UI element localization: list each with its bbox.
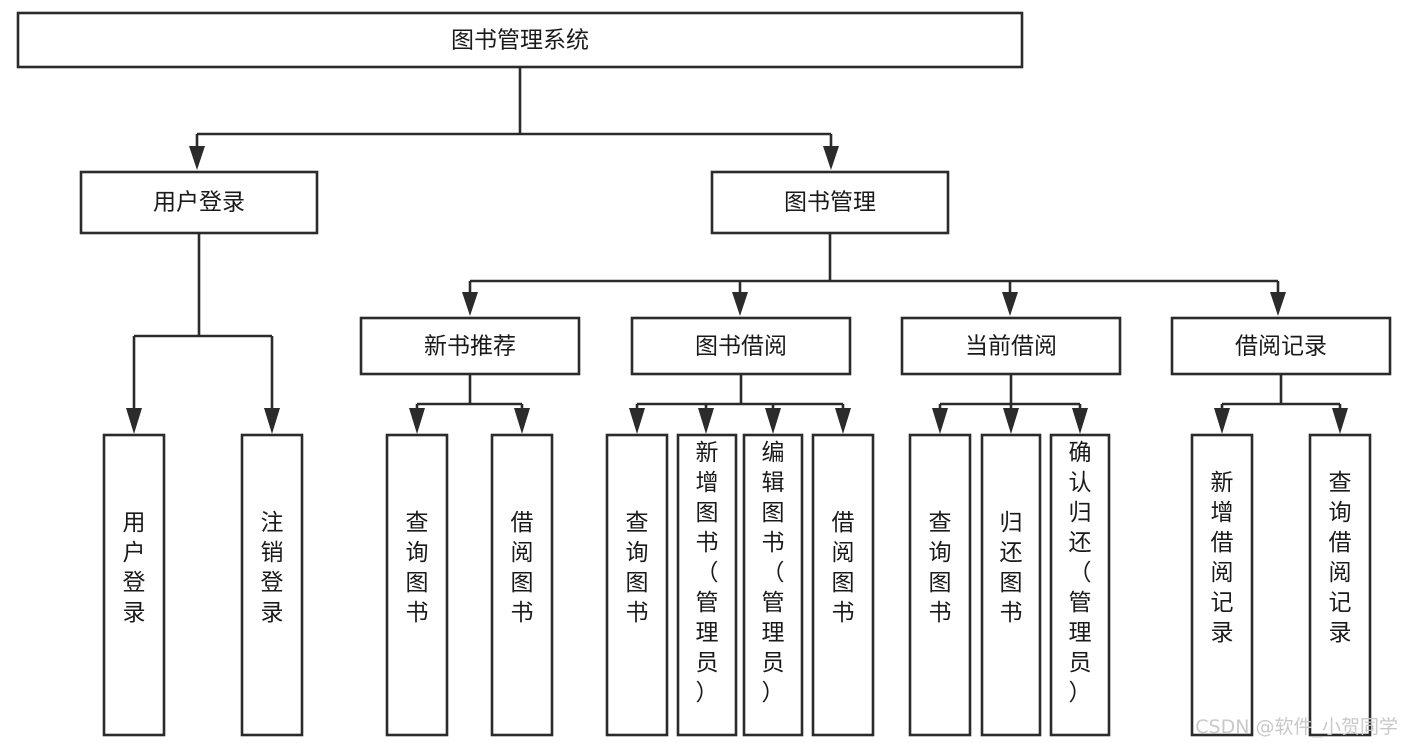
leaf-user-logout[interactable]: 注销登录 [240, 433, 304, 737]
node-book-borrow[interactable]: 图书借阅 [630, 316, 852, 376]
arrow-to-user-login [189, 146, 205, 170]
arrow-to-new-book-rec [462, 292, 478, 316]
root-box [16, 11, 1024, 69]
leaf-query-book-3[interactable]: 查询图书 [908, 433, 972, 737]
leaf-query-record-label: 查询借阅记录 [1329, 470, 1352, 646]
arrow-to-leaf-query-book-3 [932, 408, 948, 434]
leaf-user-logout-box [240, 433, 304, 737]
leaf-confirm-return[interactable]: 确认归还（管理员） [1049, 433, 1111, 737]
leaf-query-record[interactable]: 查询借阅记录 [1308, 433, 1372, 737]
arrow-to-current-borrow [1002, 292, 1018, 316]
leaf-query-record-box [1308, 433, 1372, 737]
arrow-to-book-borrow [732, 292, 748, 316]
leaf-user-logout-label: 注销登录 [261, 510, 284, 626]
arrow-to-leaf-return-book [1003, 408, 1019, 434]
borrow-record-label: 借阅记录 [1235, 334, 1327, 360]
new-book-rec-label: 新书推荐 [424, 334, 516, 360]
leaf-return-book-box [980, 433, 1042, 737]
leaf-add-record-box [1190, 433, 1254, 737]
leaf-borrow-book-2-box [811, 433, 875, 737]
leaf-user-login-label: 用户登录 [123, 510, 146, 626]
leaf-add-record[interactable]: 新增借阅记录 [1190, 433, 1254, 737]
leaf-add-book[interactable]: 新增图书（管理员） [676, 433, 738, 737]
leaf-query-book-1-box [385, 433, 449, 737]
leaf-borrow-book-1-label: 借阅图书 [511, 510, 534, 626]
arrow-to-leaf-query-book-1 [409, 408, 425, 434]
connector-new-book-rec-to-leaves [409, 374, 530, 434]
leaf-query-book-2-box [605, 433, 669, 737]
leaf-user-login[interactable]: 用户登录 [102, 433, 166, 737]
leaf-borrow-book-1[interactable]: 借阅图书 [490, 433, 554, 737]
node-user-login[interactable]: 用户登录 [79, 170, 319, 235]
current-borrow-box [900, 316, 1122, 376]
leaf-query-book-1-label: 查询图书 [406, 510, 429, 626]
leaf-query-book-1[interactable]: 查询图书 [385, 433, 449, 737]
leaf-add-book-box [676, 433, 738, 737]
arrow-to-leaf-edit-book [765, 408, 781, 434]
arrow-to-leaf-add-record [1214, 408, 1230, 434]
leaf-return-book-label: 归还图书 [1000, 510, 1023, 626]
user-login-label: 用户登录 [153, 190, 245, 216]
node-current-borrow[interactable]: 当前借阅 [900, 316, 1122, 376]
connector-current-borrow-to-leaves [932, 374, 1088, 434]
leaf-borrow-book-2-label: 借阅图书 [832, 510, 855, 626]
arrow-to-leaf-borrow-book-2 [835, 408, 851, 434]
connector-book-borrow-to-leaves [629, 374, 851, 434]
current-borrow-label: 当前借阅 [965, 334, 1057, 360]
leaf-borrow-book-2[interactable]: 借阅图书 [811, 433, 875, 737]
book-borrow-label: 图书借阅 [695, 334, 787, 360]
connector-book-manage-to-level3 [462, 233, 1286, 316]
connector-borrow-record-to-leaves [1214, 374, 1348, 434]
arrow-to-borrow-record [1270, 292, 1286, 316]
root-label: 图书管理系统 [451, 28, 589, 54]
leaf-query-book-2[interactable]: 查询图书 [605, 433, 669, 737]
arrow-to-leaf-query-book-2 [629, 408, 645, 434]
leaf-confirm-return-label: 确认归还（管理员） [1069, 440, 1092, 706]
leaf-user-login-box [102, 433, 166, 737]
arrow-to-leaf-add-book [698, 408, 714, 434]
leaf-query-book-3-box [908, 433, 972, 737]
book-manage-label: 图书管理 [784, 190, 876, 216]
new-book-rec-box [359, 316, 581, 376]
arrow-to-book-manage [823, 146, 839, 170]
arrow-to-leaf-borrow-book-1 [514, 408, 530, 434]
node-new-book-rec[interactable]: 新书推荐 [359, 316, 581, 376]
leaf-return-book[interactable]: 归还图书 [980, 433, 1042, 737]
connector-user-login-to-leaves [126, 233, 280, 434]
arrow-to-leaf-user-logout [264, 408, 280, 434]
leaf-query-book-3-label: 查询图书 [929, 510, 952, 626]
arrow-to-leaf-confirm-return [1072, 408, 1088, 434]
leaf-edit-book[interactable]: 编辑图书（管理员） [742, 433, 804, 737]
node-root[interactable]: 图书管理系统 [16, 11, 1024, 69]
leaf-edit-book-label: 编辑图书（管理员） [762, 440, 785, 706]
leaf-edit-book-box [742, 433, 804, 737]
arrow-to-leaf-query-record [1332, 408, 1348, 434]
node-borrow-record[interactable]: 借阅记录 [1170, 316, 1392, 376]
connector-root-to-level2 [189, 67, 839, 170]
user-login-box [79, 170, 319, 235]
leaf-query-book-2-label: 查询图书 [626, 510, 649, 626]
csdn-watermark: CSDN @软件_小贺同学 [1195, 716, 1398, 738]
arrow-to-leaf-user-login [126, 408, 142, 434]
leaf-add-book-label: 新增图书（管理员） [696, 440, 719, 706]
leaf-borrow-book-1-box [490, 433, 554, 737]
node-book-manage[interactable]: 图书管理 [710, 170, 950, 235]
leaf-confirm-return-box [1049, 433, 1111, 737]
leaf-add-record-label: 新增借阅记录 [1211, 470, 1234, 646]
